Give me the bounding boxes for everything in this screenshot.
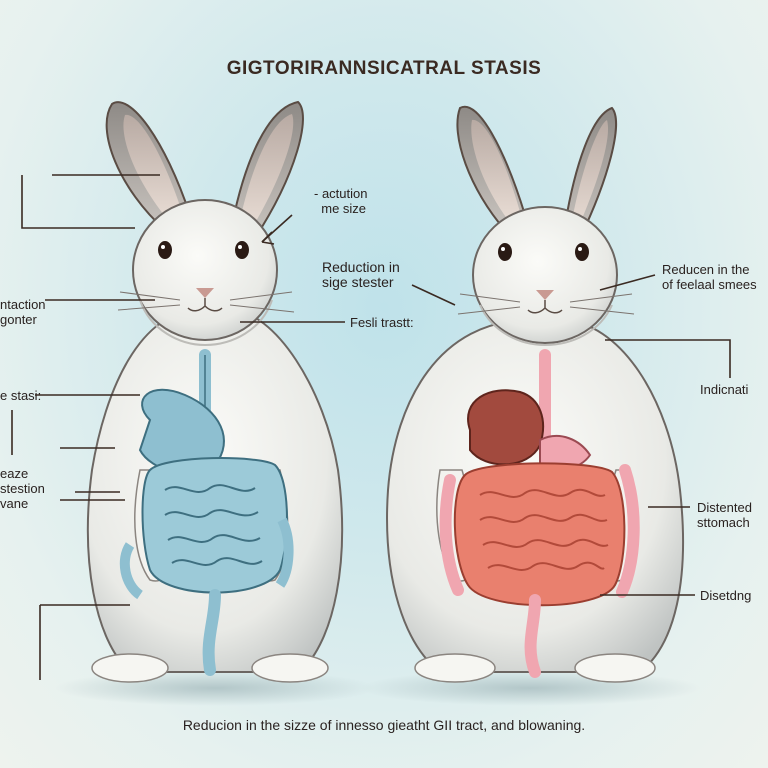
diagram-caption: Reducion in the sizze of innesso gieatht… <box>182 717 586 733</box>
left-gi-tract <box>119 349 294 676</box>
right-gi-tract <box>439 349 640 678</box>
label-fesli-trastt: Fesli trastt: <box>350 315 414 330</box>
label-edge-stasi: e stasi: <box>0 388 42 403</box>
label-indicnati: Indicnati <box>700 382 749 397</box>
label-actution: - actution me size <box>314 186 368 216</box>
leader-lines <box>11 174 731 680</box>
diagram-title: GIGTORIRANNSICATRAL STASIS <box>226 58 542 79</box>
label-disetdng: Disetdng <box>700 588 752 603</box>
left-rabbit <box>86 100 344 683</box>
right-rabbit <box>386 105 685 683</box>
